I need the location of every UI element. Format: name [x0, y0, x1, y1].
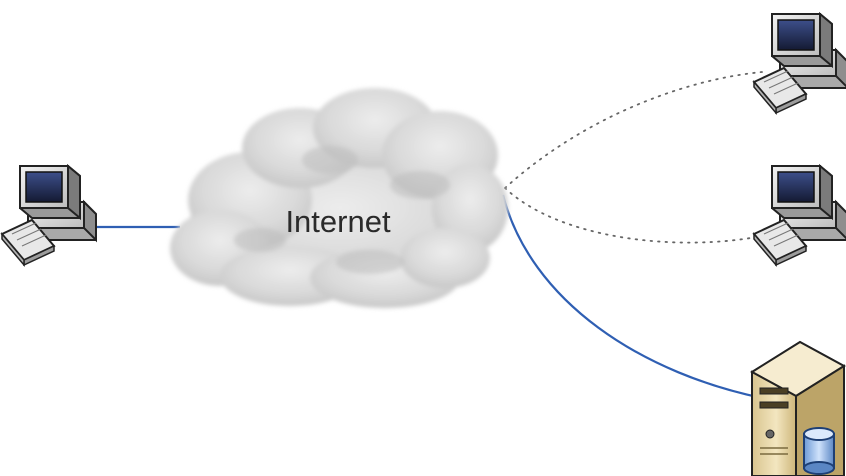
dotted-link-top: [504, 71, 763, 189]
server-link: [501, 194, 773, 402]
internet-cloud: Internet: [170, 88, 508, 308]
server-database-icon: [750, 340, 846, 476]
cloud-label: Internet: [285, 204, 391, 239]
dotted-link-middle: [504, 187, 763, 244]
computer-icon: [753, 165, 846, 266]
connections: [92, 71, 773, 402]
computer-icon: [1, 165, 97, 266]
computer-icon: [753, 13, 846, 114]
database-icon: [803, 427, 835, 475]
